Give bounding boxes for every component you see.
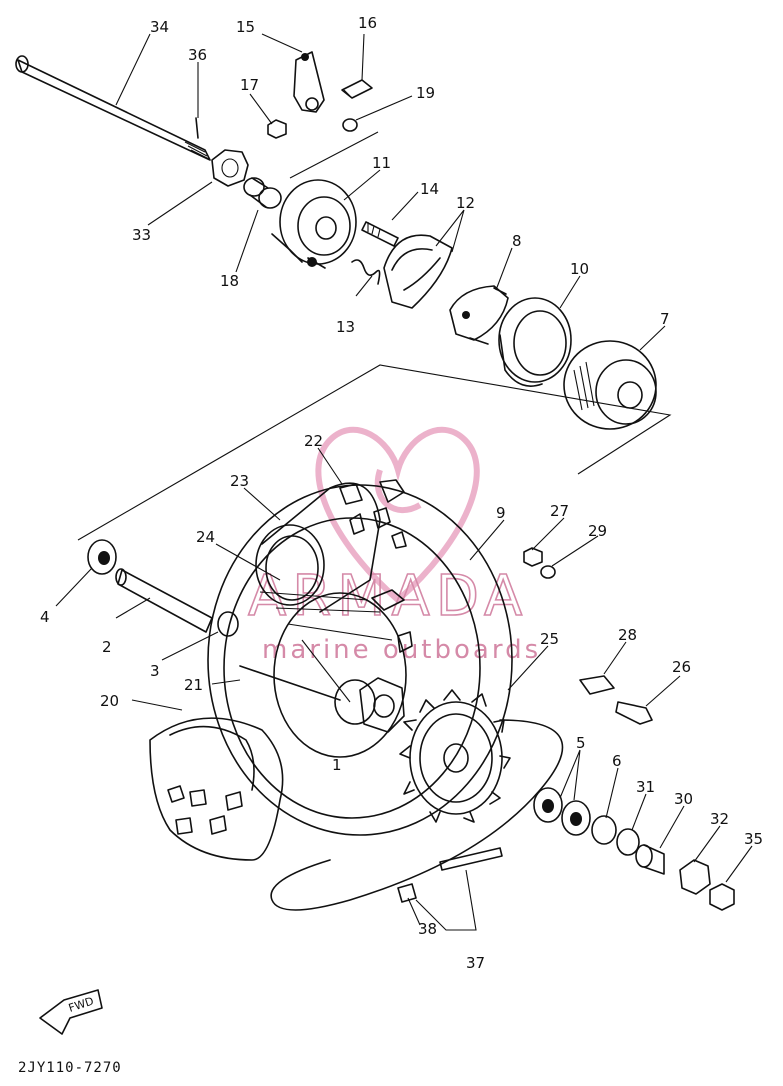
spoke-part [239, 665, 341, 701]
label-13: 13 [336, 318, 355, 336]
sprocket-hub-part [359, 677, 405, 733]
label-12: 12 [456, 194, 475, 212]
label-19: 19 [416, 84, 435, 102]
label-30: 30 [674, 790, 693, 808]
watermark-heart-icon [315, 426, 480, 605]
label-7: 7 [660, 310, 670, 328]
watermark-main-text: ARMADA [248, 564, 528, 629]
label-4: 4 [40, 608, 50, 626]
collar-part [243, 177, 282, 209]
label-2: 2 [102, 638, 112, 656]
cotter-pin-part [195, 117, 199, 139]
assembly-frame-lines [77, 131, 672, 541]
label-29: 29 [588, 522, 607, 540]
brake-arm-part [293, 51, 325, 113]
brake-assembly-group [15, 51, 657, 430]
arm-washer-part [342, 118, 358, 132]
axle-end-nut-part [709, 883, 735, 911]
drive-chain-part [270, 719, 564, 911]
label-36: 36 [188, 46, 207, 64]
adjuster-bolt-part [615, 701, 653, 725]
hub-cover-part [563, 340, 657, 430]
cam-shaft-part [361, 221, 399, 247]
fwd-arrow-icon: FWD [39, 989, 103, 1035]
label-9: 9 [496, 504, 506, 522]
brake-drum-part [498, 297, 572, 387]
sprocket-nut-part [523, 547, 543, 567]
diagram-reference-code: 2JY110-7270 [18, 1060, 122, 1076]
spacer-part [115, 568, 213, 633]
label-34: 34 [150, 18, 169, 36]
label-24: 24 [196, 528, 215, 546]
label-16: 16 [358, 14, 377, 32]
tire-part [149, 717, 284, 861]
chain-adjuster-part [579, 675, 615, 695]
label-27: 27 [550, 502, 569, 520]
label-32: 32 [710, 810, 729, 828]
label-21: 21 [184, 676, 203, 694]
right-nut-part [679, 859, 711, 895]
label-18: 18 [220, 272, 239, 290]
shoe-spring-part [351, 259, 381, 285]
label-23: 23 [230, 472, 249, 490]
label-8: 8 [512, 232, 522, 250]
chain-callout-bracket [415, 869, 477, 931]
wheel-assembly-group [87, 479, 735, 931]
label-17: 17 [240, 76, 259, 94]
spokes-part [259, 591, 393, 703]
leader-lines [55, 33, 753, 926]
part-labels: 34 36 15 16 17 19 11 14 12 8 10 7 13 33 … [40, 14, 763, 972]
right-collar-part [616, 828, 640, 856]
oil-seal-part [217, 611, 239, 637]
axle-part [15, 55, 211, 161]
wheel-hub-part [255, 479, 407, 613]
label-28: 28 [618, 626, 637, 644]
sprocket-bolt-part [371, 589, 413, 653]
arm-nut-part [267, 119, 287, 139]
right-seal-part [591, 815, 617, 845]
bearing-left-part [87, 539, 117, 575]
label-37: 37 [466, 954, 485, 972]
axle-nut-part [211, 149, 249, 187]
label-35: 35 [744, 830, 763, 848]
label-33: 33 [132, 226, 151, 244]
label-3: 3 [150, 662, 160, 680]
label-22: 22 [304, 432, 323, 450]
chain-joint-part [397, 883, 417, 903]
label-25: 25 [540, 630, 559, 648]
arm-bolt-part [341, 79, 373, 99]
label-38: 38 [418, 920, 437, 938]
label-1: 1 [332, 756, 342, 774]
right-spacer-part [635, 844, 665, 875]
label-10: 10 [570, 260, 589, 278]
sprocket-washer-part [540, 565, 556, 579]
label-26: 26 [672, 658, 691, 676]
label-6: 6 [612, 752, 622, 770]
label-20: 20 [100, 692, 119, 710]
label-5: 5 [576, 734, 586, 752]
bearing-right-part [533, 787, 591, 836]
label-15: 15 [236, 18, 255, 36]
brake-plate-part [271, 179, 357, 269]
label-11: 11 [372, 154, 391, 172]
label-14: 14 [420, 180, 439, 198]
watermark-sub-text: marine outboards [262, 635, 541, 665]
label-31: 31 [636, 778, 655, 796]
sprocket-part [399, 689, 511, 823]
brake-shoes-part [383, 234, 453, 309]
